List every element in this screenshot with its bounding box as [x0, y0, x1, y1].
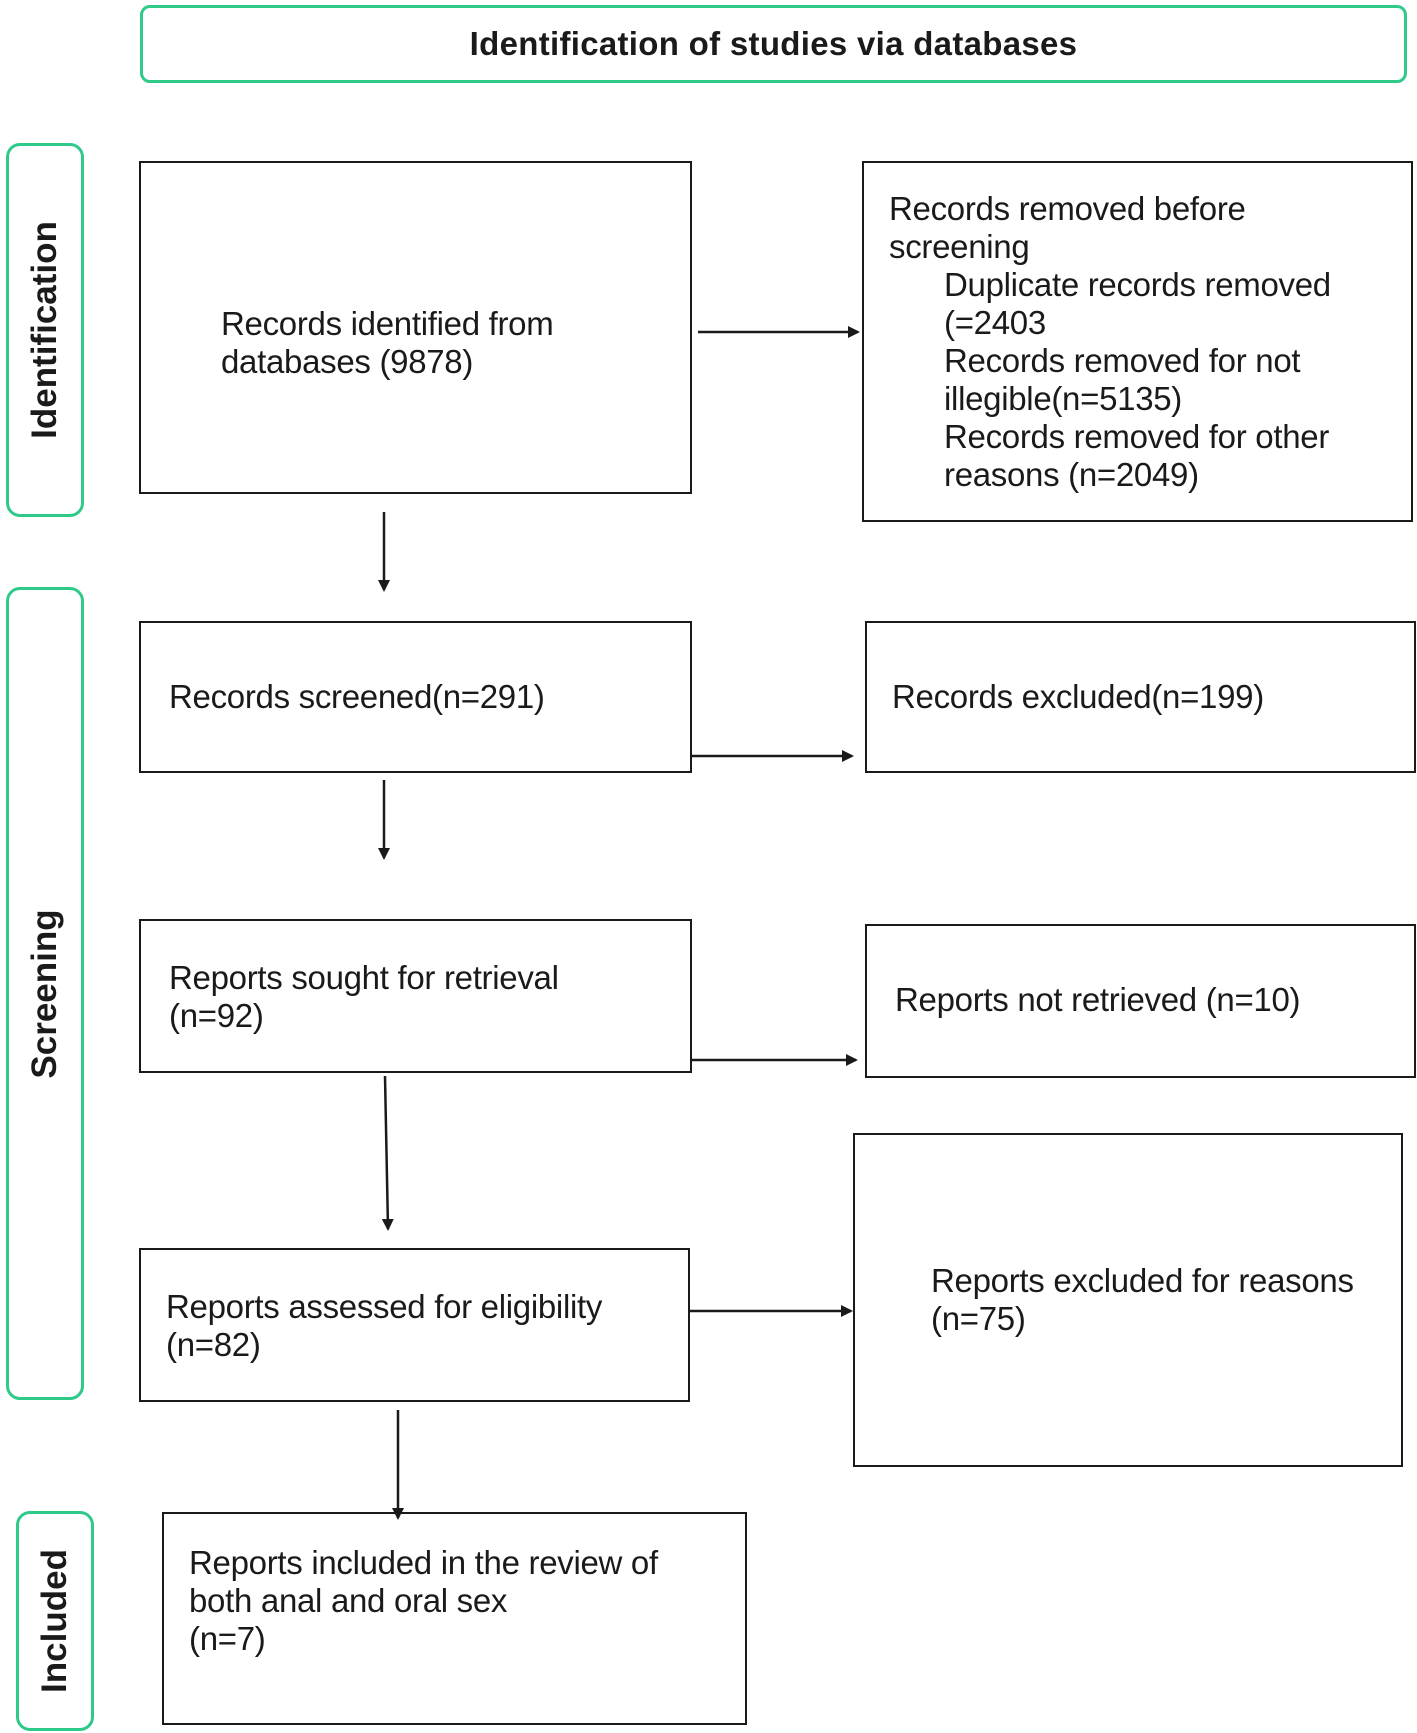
reports-included-line1: Reports included in the review of — [189, 1544, 658, 1581]
records-removed-line2: screening — [889, 228, 1030, 265]
reports-sought-line2: (n=92) — [169, 997, 264, 1034]
reports-included-box: Reports included in the review of both a… — [162, 1512, 747, 1725]
records-removed-line1: Records removed before — [889, 190, 1246, 227]
arrow-sought-to-assessed — [381, 1075, 394, 1231]
reports-included-line2: both anal and oral sex — [189, 1582, 508, 1619]
not-illegible-line1: Records removed for not — [944, 342, 1301, 379]
records-excluded-box: Records excluded(n=199) — [865, 621, 1416, 773]
header-title: Identification of studies via databases — [469, 25, 1078, 62]
reports-included-line3: (n=7) — [189, 1620, 266, 1657]
phase-screening-label: Screening — [25, 908, 64, 1079]
duplicate-records-line1: Duplicate records removed — [944, 266, 1331, 303]
phase-identification: Identification — [6, 143, 84, 517]
phase-included: Included — [16, 1511, 94, 1731]
reports-not-retrieved-line1: Reports not retrieved (n=10) — [895, 981, 1301, 1018]
phase-included-label: Included — [35, 1549, 74, 1693]
not-illegible-line2: illegible(n=5135) — [944, 380, 1182, 417]
duplicate-records-line2: (=2403 — [944, 304, 1046, 341]
reports-assessed-line1: Reports assessed for eligibility — [166, 1288, 603, 1325]
diagram-header: Identification of studies via databases — [140, 5, 1407, 83]
reports-excluded-reasons-box: Reports excluded for reasons (n=75) — [853, 1133, 1403, 1467]
reports-sought-line1: Reports sought for retrieval — [169, 959, 559, 996]
records-identified-line1: Records identified from — [221, 305, 554, 342]
records-screened-box: Records screened(n=291) — [139, 621, 692, 773]
phase-identification-label: Identification — [25, 221, 64, 439]
records-identified-box: Records identified from databases (9878) — [139, 161, 692, 494]
phase-screening: Screening — [6, 587, 84, 1400]
reports-assessed-box: Reports assessed for eligibility (n=82) — [139, 1248, 690, 1402]
reports-sought-box: Reports sought for retrieval (n=92) — [139, 919, 692, 1073]
reports-excluded-reasons-line2: (n=75) — [931, 1300, 1026, 1337]
records-screened-line1: Records screened(n=291) — [169, 678, 545, 715]
reports-excluded-reasons-line1: Reports excluded for reasons — [931, 1262, 1354, 1299]
records-excluded-line1: Records excluded(n=199) — [892, 678, 1264, 715]
reports-not-retrieved-box: Reports not retrieved (n=10) — [865, 924, 1416, 1078]
other-reasons-line2: reasons (n=2049) — [944, 456, 1199, 493]
reports-assessed-line2: (n=82) — [166, 1326, 261, 1363]
other-reasons-line1: Records removed for other — [944, 418, 1330, 455]
records-identified-line2: databases (9878) — [221, 343, 474, 380]
records-removed-box: Records removed before screening Duplica… — [862, 161, 1413, 522]
